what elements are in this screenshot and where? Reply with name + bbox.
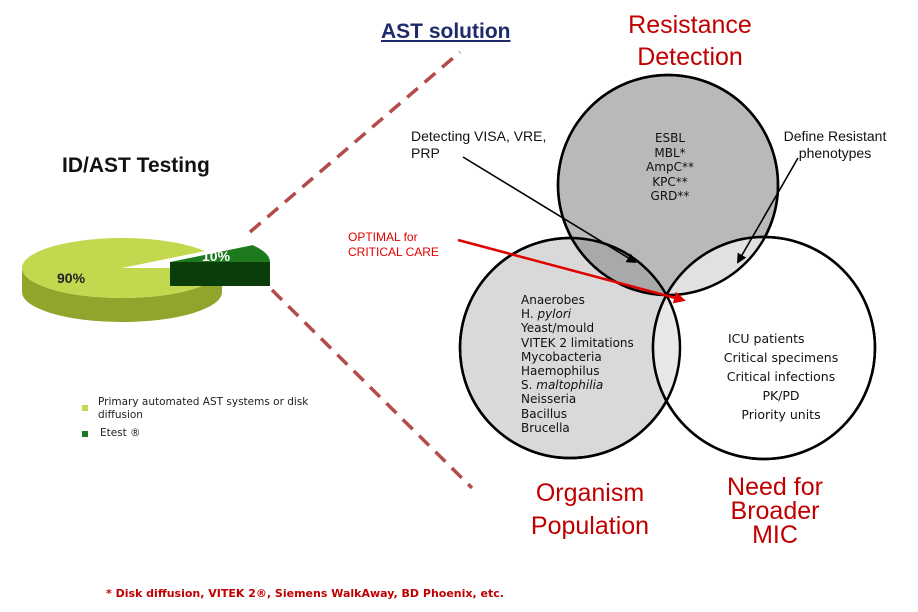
ast-solution-title: AST solution	[381, 20, 511, 43]
list-item: Critical infections	[726, 369, 836, 384]
heading-need-broader-mic: Need for Broader MIC	[700, 473, 850, 549]
heading-organism-line1: Organism	[535, 479, 645, 507]
pie-chart	[21, 238, 270, 322]
heading-organism-line2: Population	[530, 512, 650, 540]
list-item: GRD**	[650, 189, 690, 203]
list-item: Priority units	[741, 407, 821, 422]
callout-define-line1: Define Resistant	[783, 128, 887, 144]
pie-slice-etest	[170, 245, 270, 262]
list-item: ICU patients	[728, 331, 805, 346]
pie-slice-edge-etest	[170, 262, 270, 286]
dashed-connector-lower	[270, 288, 474, 490]
heading-resistance-line2: Detection	[637, 43, 743, 71]
list-item: Critical specimens	[723, 350, 839, 365]
list-item: Anaerobes	[521, 293, 585, 307]
heading-need-line3: MIC	[752, 521, 798, 549]
callout-detecting: Detecting VISA, VRE, PRP	[411, 128, 546, 162]
callout-define-resistant: Define Resistant phenotypes	[780, 128, 890, 162]
legend-swatch-primary	[82, 405, 88, 411]
dashed-connector-upper	[248, 50, 462, 234]
heading-resistance-line1: Resistance	[628, 11, 752, 39]
footnote: * Disk diffusion, VITEK 2®, Siemens Walk…	[106, 587, 504, 600]
legend-swatch-etest	[82, 431, 88, 437]
callout-optimal-line1: OPTIMAL for	[348, 230, 418, 244]
arrow-optimal	[457, 238, 686, 304]
callout-detecting-line1: Detecting VISA, VRE,	[411, 128, 547, 144]
italic-species: pylori	[537, 307, 572, 322]
venn-outline-right	[651, 235, 877, 461]
legend-label-etest: Etest ®	[100, 427, 141, 439]
callout-optimal: OPTIMAL for CRITICAL CARE	[348, 230, 439, 260]
legend-label-primary-line2: diffusion	[98, 409, 143, 421]
list-item: VITEK 2 limitations	[521, 335, 634, 350]
list-item: S. maltophilia	[521, 378, 604, 393]
callout-define-line2: phenotypes	[798, 145, 872, 161]
list-item: Haemophilus	[521, 364, 600, 379]
right-circle-list: ICU patients Critical specimens Critical…	[716, 329, 846, 424]
left-circle-list: Anaerobes H. pylori Yeast/mould VITEK 2 …	[521, 293, 634, 435]
arrow-detecting	[462, 156, 637, 264]
top-circle-list: ESBL MBL* AmpC** KPC** GRD**	[630, 131, 710, 204]
pie-slice-side-primary	[22, 268, 222, 322]
list-item: Mycobacteria	[521, 349, 602, 364]
arrow-define-resistant	[737, 157, 799, 264]
list-item: AmpC**	[646, 160, 694, 174]
list-item: Brucella	[521, 420, 570, 435]
venn-outline-left	[458, 236, 682, 460]
heading-need-line1: Need for	[727, 473, 823, 501]
heading-organism-population: Organism Population	[505, 477, 675, 543]
list-item: KPC**	[652, 174, 688, 189]
list-item: Bacillus	[521, 406, 568, 421]
pie-label-large: 90%	[57, 270, 86, 286]
heading-need-line2: Broader	[730, 497, 820, 525]
list-item: Neisseria	[521, 392, 577, 407]
list-item: MBL*	[654, 145, 686, 160]
pie-label-small: 10%	[202, 248, 231, 264]
list-item: PK/PD	[762, 388, 800, 403]
callout-detecting-line2: PRP	[411, 145, 440, 161]
italic-species: maltophilia	[536, 378, 604, 393]
legend-label-primary-line1: Primary automated AST systems or disk	[98, 396, 309, 408]
list-item: Yeast/mould	[521, 321, 595, 336]
heading-resistance-detection: Resistance Detection	[600, 9, 780, 73]
pie-title: ID/AST Testing	[62, 154, 210, 177]
callout-optimal-line2: CRITICAL CARE	[348, 245, 439, 259]
list-item: ESBL	[654, 131, 686, 145]
list-item: H. pylori	[521, 307, 572, 322]
